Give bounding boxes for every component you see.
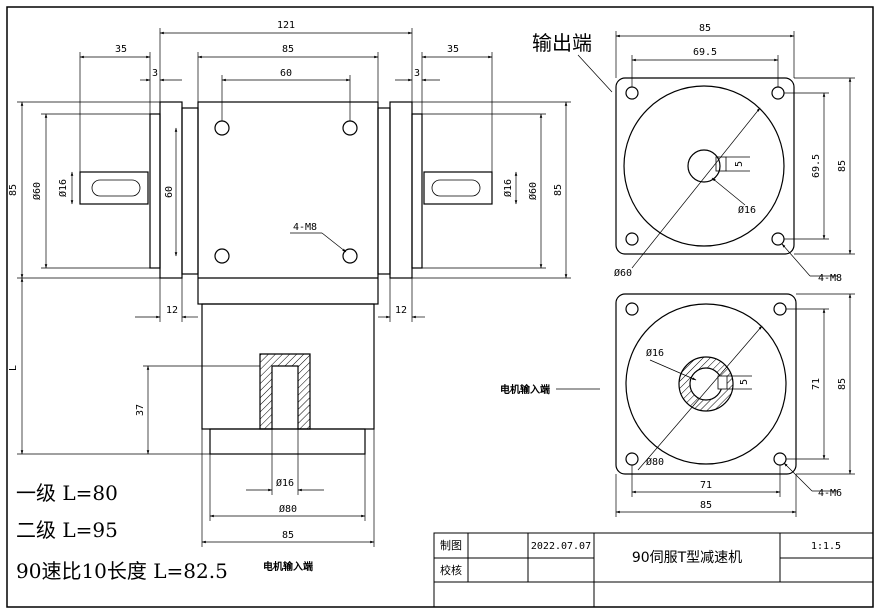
dim-121: 121 [277, 20, 295, 31]
title-block-text: 制图 校核 2022.07.07 90伺服T型减速机 1:1.5 [440, 539, 841, 577]
dim-37: 37 [135, 404, 146, 416]
dim-dia16-right: Ø16 [502, 179, 514, 197]
notes: 一级 L=80 二级 L=95 90速比10长度 L=82.5 [16, 481, 228, 583]
dim-3-right: 3 [414, 68, 420, 79]
in-dim-71-bottom: 71 [700, 480, 712, 491]
in-dim-71-right: 71 [811, 378, 822, 390]
in-dim-85-bottom: 85 [700, 500, 712, 511]
input-dimensions [556, 293, 855, 517]
out-dim-dia60: Ø60 [614, 267, 632, 279]
input-view [615, 293, 797, 475]
out-dim-dia16: Ø16 [738, 204, 756, 216]
checked-by-label: 校核 [440, 563, 462, 577]
in-dim-dia16: Ø16 [646, 347, 664, 359]
in-dim-key-5: 5 [739, 379, 750, 385]
output-view [615, 77, 795, 255]
dim-85-bottom: 85 [282, 530, 294, 541]
note-line-2: 二级 L=95 [16, 518, 118, 542]
dim-60-vertical: 60 [164, 186, 175, 198]
out-dim-85-top: 85 [699, 23, 711, 34]
front-dim-text: 121 85 60 35 3 35 3 85 Ø60 Ø16 60 Ø60 Ø1… [8, 20, 564, 573]
dim-35-left: 35 [115, 44, 127, 55]
output-dim-text: 输出端 85 69.5 85 69.5 5 Ø16 Ø60 4-M8 [532, 23, 848, 284]
dim-dia80: Ø80 [279, 503, 297, 515]
output-end-title: 输出端 [532, 31, 592, 55]
dim-dia60-left: Ø60 [31, 182, 43, 200]
dim-60-top: 60 [280, 68, 292, 79]
motor-input-label-side: 电机输入端 [500, 383, 550, 396]
dim-85-right: 85 [553, 184, 564, 196]
in-dim-85-right: 85 [837, 378, 848, 390]
dim-12-left: 12 [166, 305, 178, 316]
in-dim-dia80: Ø80 [646, 456, 664, 468]
in-thread-4-m6: 4-M6 [818, 488, 842, 499]
drawing-title: 90伺服T型减速机 [632, 550, 742, 566]
front-view [79, 101, 493, 455]
out-dim-69-5-top: 69.5 [693, 47, 717, 58]
drawn-by-label: 制图 [440, 539, 462, 552]
drawing-date: 2022.07.07 [531, 541, 591, 552]
title-block [433, 532, 874, 608]
dim-dia16-input: Ø16 [276, 477, 294, 489]
out-dim-85-right: 85 [837, 160, 848, 172]
dim-dia16-left: Ø16 [57, 179, 69, 197]
motor-input-label-front: 电机输入端 [263, 560, 313, 573]
dim-85-top: 85 [282, 44, 294, 55]
dim-3-left: 3 [152, 68, 158, 79]
out-dim-key-5: 5 [734, 161, 745, 167]
note-line-1: 一级 L=80 [16, 481, 118, 505]
dim-L: L [8, 365, 19, 371]
input-dim-text: 电机输入端 Ø16 5 71 85 Ø80 71 85 4-M6 [500, 347, 848, 511]
drawing-scale: 1:1.5 [811, 541, 841, 552]
dim-35-right: 35 [447, 44, 459, 55]
front-dimensions [17, 28, 571, 547]
thread-4-m8-front: 4-M8 [293, 222, 317, 233]
out-thread-4-m8: 4-M8 [818, 273, 842, 284]
dim-85-left: 85 [8, 184, 19, 196]
note-line-3: 90速比10长度 L=82.5 [16, 559, 228, 583]
dim-12-right: 12 [395, 305, 407, 316]
output-dimensions [577, 31, 855, 277]
drawing-border [6, 6, 874, 608]
out-dim-69-5-right: 69.5 [811, 154, 822, 178]
dim-dia60-right: Ø60 [527, 182, 539, 200]
